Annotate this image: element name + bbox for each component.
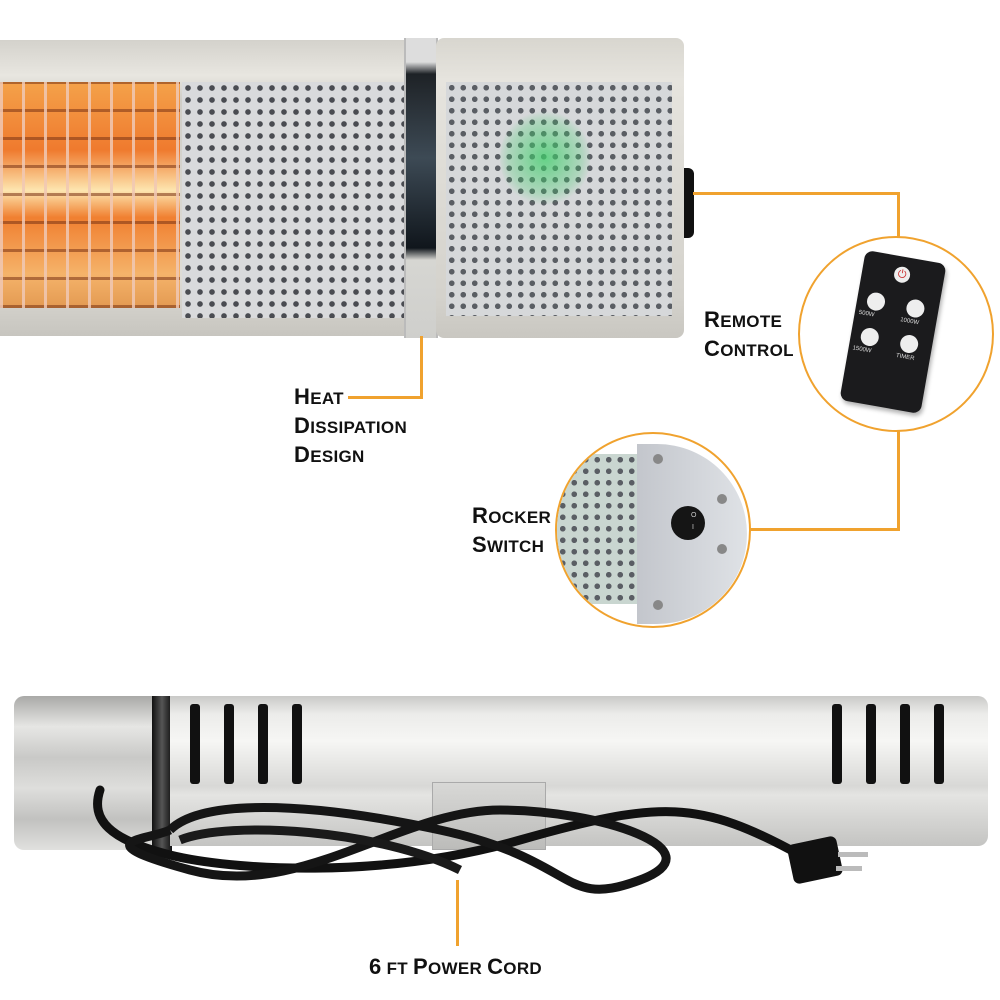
remote-control-inset: ⏻ 500W 1000W 1500W TIMER — [798, 236, 994, 432]
rocker-switch-label: ROCKER SWITCH — [472, 503, 552, 557]
vent-slot — [224, 704, 234, 784]
remote-button-500w[interactable] — [865, 291, 887, 313]
chrome-joint — [404, 38, 438, 338]
remote-button-label: 1500W — [852, 345, 872, 355]
side-grille — [557, 454, 647, 604]
vent-slot — [934, 704, 944, 784]
callout-line — [897, 430, 900, 530]
remote-control: ⏻ 500W 1000W 1500W TIMER — [839, 250, 947, 414]
vent-slot — [292, 704, 302, 784]
screw — [717, 494, 727, 504]
perforated-grille — [182, 82, 404, 318]
switch-on-symbol: O — [691, 512, 697, 519]
vent-slot — [258, 704, 268, 784]
remote-button-label: 500W — [858, 309, 875, 319]
vent-slot — [866, 704, 876, 784]
power-cord — [93, 785, 868, 894]
remote-button-1500w[interactable] — [859, 326, 881, 348]
left-end-cap — [14, 696, 156, 850]
callout-line — [420, 336, 423, 398]
heat-dissipation-label: HEAT DISSIPATION DESIGN — [294, 384, 408, 467]
remote-button-1000w[interactable] — [904, 298, 926, 319]
rocker-switch-inset: O I — [555, 432, 751, 628]
power-cord-label: 6 FT POWER CORD — [369, 954, 542, 979]
led-indicator — [500, 108, 590, 208]
callout-line — [456, 880, 459, 946]
remote-button-label: TIMER — [895, 352, 915, 363]
callout-line — [746, 528, 900, 531]
heating-element — [0, 82, 180, 308]
remote-button-label: 1000W — [899, 317, 920, 327]
collar — [152, 696, 172, 852]
side-switch-tab — [684, 168, 694, 238]
remote-control-label: REMOTE CONTROL — [704, 307, 794, 361]
vent-slot — [190, 704, 200, 784]
callout-line — [348, 396, 423, 399]
remote-button-timer[interactable] — [898, 333, 920, 355]
power-button[interactable]: ⏻ — [892, 265, 912, 284]
rocker-switch[interactable]: O I — [671, 506, 705, 540]
vent-slot — [832, 704, 842, 784]
screw — [653, 454, 663, 464]
switch-off-symbol: I — [692, 524, 694, 531]
callout-line — [897, 192, 900, 238]
heater-front-view — [0, 38, 694, 338]
screw — [717, 544, 727, 554]
vent-slot — [900, 704, 910, 784]
screw — [653, 600, 663, 610]
callout-line — [693, 192, 899, 195]
